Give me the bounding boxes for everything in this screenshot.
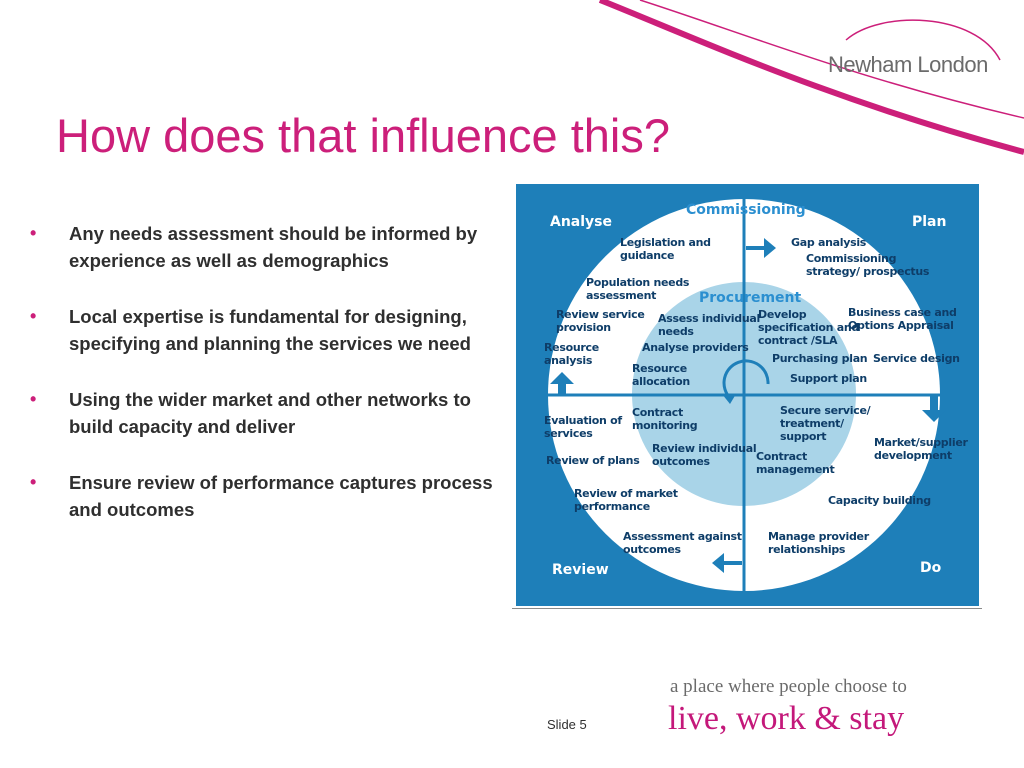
corner-do: Do (920, 560, 942, 576)
label-gap-analysis: Gap analysis (791, 236, 867, 249)
arrow-right-icon (746, 238, 776, 258)
bullet-text: Any needs assessment should be informed … (69, 223, 478, 271)
arrow-left-icon (712, 553, 742, 573)
diagram-graphics (516, 199, 979, 591)
bullet-text: Local expertise is fundamental for desig… (69, 306, 471, 354)
bullet-marker: • (30, 472, 37, 492)
bullet-marker: • (30, 223, 37, 243)
cycle-arrow-head-icon (722, 394, 736, 404)
bullet-text: Using the wider market and other network… (69, 389, 471, 437)
bullet-item: • Ensure review of performance captures p… (30, 469, 498, 523)
corner-review: Review (552, 562, 609, 578)
commissioning-cycle-diagram: Analyse Plan Review Do Commissioning Pro… (516, 184, 979, 606)
bullet-item: • Using the wider market and other networ… (30, 386, 498, 440)
bullet-item: • Local expertise is fundamental for desi… (30, 303, 498, 357)
newham-london-logo: Newham London (828, 52, 988, 77)
footer-tagline: a place where people choose to (670, 676, 907, 697)
label-review-plans: Review of plans (546, 454, 640, 467)
procurement-title: Procurement (699, 290, 802, 306)
label-service-design: Service design (873, 352, 960, 365)
bullet-marker: • (30, 389, 37, 409)
label-analyse-providers: Analyse providers (642, 341, 749, 354)
arrow-up-icon (550, 372, 574, 395)
commissioning-title: Commissioning (686, 202, 806, 218)
corner-analyse: Analyse (550, 214, 613, 230)
cycle-arrow-icon (722, 359, 770, 400)
slide-number: Slide 5 (547, 717, 587, 732)
label-support-plan: Support plan (790, 372, 867, 385)
bullet-item: • Any needs assessment should be informed… (30, 220, 498, 274)
label-capacity-building: Capacity building (828, 494, 931, 507)
bullet-text: Ensure review of performance captures pr… (69, 472, 493, 520)
bullet-marker: • (30, 306, 37, 326)
bullet-list: • Any needs assessment should be informed… (30, 220, 498, 552)
footer-motto: live, work & stay (668, 700, 905, 737)
slide-title: How does that influence this? (56, 109, 670, 162)
label-purchasing-plan: Purchasing plan (772, 352, 868, 365)
diagram-baseline (512, 608, 982, 609)
arrow-down-icon (922, 395, 946, 422)
label-secure-service: Secure service/treatment/support (780, 404, 871, 443)
corner-plan: Plan (912, 214, 947, 230)
